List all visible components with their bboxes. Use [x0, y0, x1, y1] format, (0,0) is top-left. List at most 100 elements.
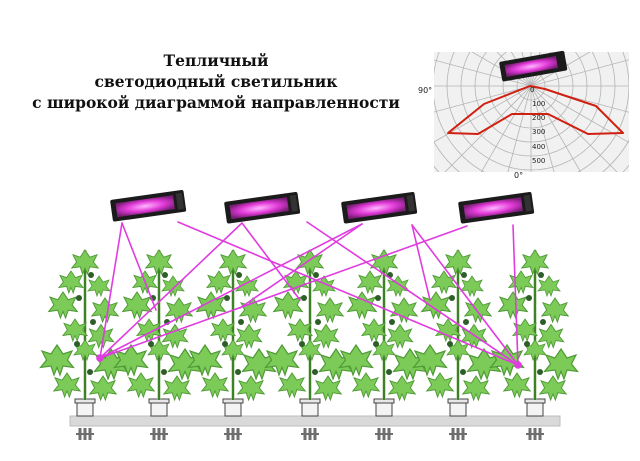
- pot-leg-bar: [526, 433, 544, 435]
- leaf: [235, 323, 263, 349]
- leaf-shape: [282, 270, 310, 295]
- leaf-shape: [434, 318, 462, 343]
- lamp-glow: [346, 197, 406, 220]
- plant-bud: [301, 295, 307, 301]
- leaf-shape: [511, 318, 539, 343]
- leaf: [386, 323, 414, 349]
- leaf-shape: [264, 343, 300, 377]
- leaf-shape: [161, 275, 185, 298]
- title-line-3: с широкой диаграммой направленности: [32, 93, 400, 112]
- plant-bud: [447, 341, 453, 347]
- light-beam: [99, 222, 243, 359]
- leaf: [511, 318, 539, 343]
- polar-spoke: [530, 85, 618, 172]
- leaf-shape: [389, 297, 419, 324]
- leaf: [389, 297, 419, 324]
- leaf: [315, 297, 345, 324]
- leaf-shape: [209, 318, 237, 343]
- polar-spoke: [530, 85, 555, 172]
- leaf: [162, 375, 192, 402]
- leaf-shape: [537, 275, 561, 298]
- leaf-shape: [312, 323, 340, 349]
- radial-label: 0: [530, 86, 534, 94]
- leaf-shape: [272, 291, 304, 320]
- polar-lamp-icon: [499, 50, 568, 82]
- plant-row: [39, 249, 579, 402]
- pot-body: [76, 401, 94, 417]
- plant: [113, 249, 203, 402]
- polar-spoke: [434, 85, 532, 143]
- lamp-end-cap: [175, 192, 184, 210]
- plant-pot: [74, 398, 96, 440]
- leaf-shape: [88, 375, 118, 402]
- plant-bud: [463, 319, 469, 325]
- leaf-shape: [313, 375, 343, 402]
- leaf-shape: [425, 372, 455, 399]
- plant-bud: [540, 319, 546, 325]
- leaf-shape: [356, 270, 384, 295]
- leaf: [356, 270, 384, 295]
- polar-spoke: [530, 85, 629, 144]
- pot-leg-bar: [449, 433, 467, 435]
- leaf: [87, 275, 111, 298]
- plant-bud: [88, 272, 94, 278]
- plant-pot: [299, 398, 321, 440]
- pot-body: [301, 401, 319, 417]
- polar-spoke: [530, 59, 629, 87]
- leaf: [313, 375, 343, 402]
- leaf-shape: [61, 318, 89, 343]
- leaf: [434, 318, 462, 343]
- leaf-shape: [412, 343, 448, 377]
- radial-label: 200: [532, 114, 545, 122]
- lamp-end-cap: [289, 194, 298, 212]
- light-beam: [99, 222, 123, 359]
- radial-label: 500: [532, 157, 545, 165]
- leaf-shape: [315, 297, 345, 324]
- leaf: [135, 318, 163, 343]
- leaf-shape: [497, 291, 529, 320]
- plant-bud: [449, 295, 455, 301]
- leaf-shape: [443, 249, 473, 276]
- leaf: [70, 249, 100, 276]
- leaf-shape: [161, 323, 189, 349]
- leaf-shape: [52, 372, 82, 399]
- leaf: [187, 343, 223, 377]
- polar-spoke: [434, 85, 532, 113]
- pot-body: [449, 401, 467, 417]
- leaf-shape: [360, 318, 388, 343]
- leaf-shape: [346, 291, 378, 320]
- leaf-shape: [312, 275, 336, 298]
- plant-bud: [526, 295, 532, 301]
- leaf: [88, 375, 118, 402]
- leaf-shape: [205, 270, 233, 295]
- leaf-shape: [463, 297, 493, 324]
- leaf: [161, 275, 185, 298]
- title-line-1: Тепличный: [163, 51, 269, 70]
- leaf-shape: [195, 291, 227, 320]
- led-lamp: [224, 191, 301, 224]
- leaf: [264, 343, 300, 377]
- leaf-shape: [70, 249, 100, 276]
- intensity-curve: [447, 85, 624, 135]
- polar-spoke: [444, 85, 532, 172]
- plant-bud: [389, 319, 395, 325]
- pot-body: [375, 401, 393, 417]
- leaf: [537, 323, 565, 349]
- beam-focus-right: [514, 361, 522, 369]
- lamp-end-cap: [406, 194, 415, 212]
- plant-bud: [235, 369, 241, 375]
- plant-bud: [315, 319, 321, 325]
- led-lamp: [341, 191, 418, 224]
- leaf: [200, 372, 230, 399]
- leaf-shape: [537, 323, 565, 349]
- lamp-end-cap: [523, 194, 532, 212]
- leaf: [282, 270, 310, 295]
- leaf: [47, 291, 79, 320]
- leaf: [39, 343, 75, 377]
- radial-label: 300: [532, 128, 545, 136]
- plant-bud: [222, 341, 228, 347]
- leaf: [425, 372, 455, 399]
- bed-rail: [69, 415, 561, 427]
